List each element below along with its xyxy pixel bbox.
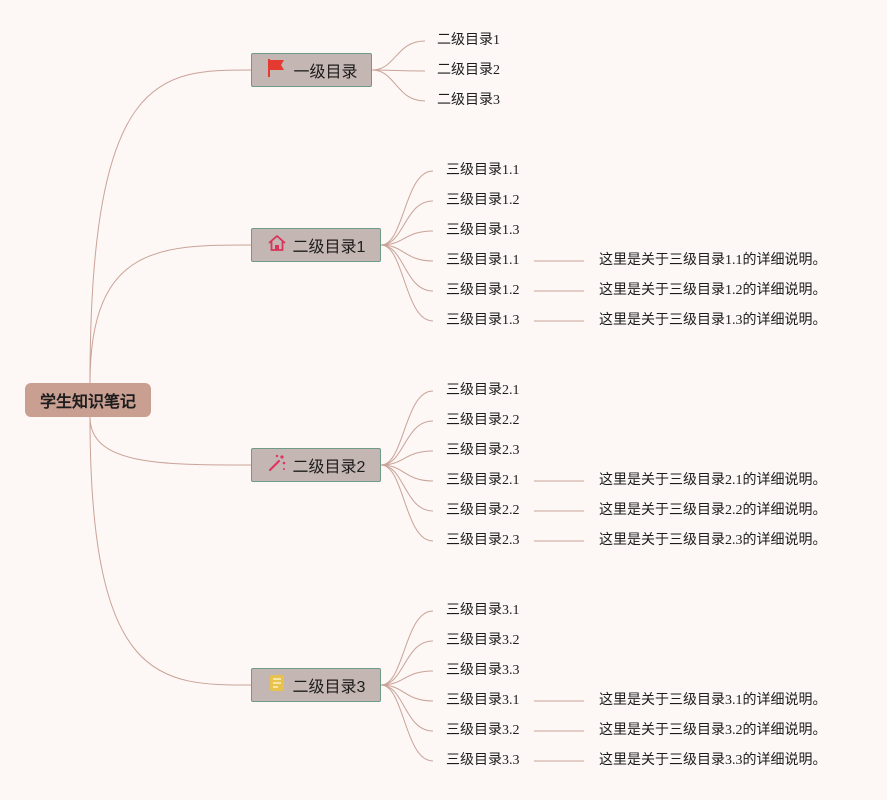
child-node[interactable]: 三级目录2.1 bbox=[446, 383, 520, 398]
notebook-icon bbox=[267, 673, 287, 698]
branch-label: 二级目录1 bbox=[292, 239, 366, 256]
child-connector bbox=[380, 464, 434, 542]
child-connector bbox=[371, 69, 426, 72]
child-connector bbox=[380, 200, 434, 246]
note-node[interactable]: 这里是关于三级目录1.2的详细说明。 bbox=[599, 283, 827, 298]
child-node[interactable]: 三级目录3.2 bbox=[446, 633, 520, 648]
child-node[interactable]: 三级目录1.2 bbox=[446, 283, 520, 298]
child-node[interactable]: 三级目录1.3 bbox=[446, 313, 520, 328]
child-node[interactable]: 三级目录1.1 bbox=[446, 163, 520, 178]
child-node[interactable]: 二级目录1 bbox=[437, 33, 500, 48]
child-node[interactable]: 二级目录2 bbox=[437, 63, 500, 78]
child-node[interactable]: 三级目录3.1 bbox=[446, 693, 520, 708]
child-connector bbox=[371, 40, 426, 71]
child-node[interactable]: 三级目录3.3 bbox=[446, 753, 520, 768]
child-node[interactable]: 三级目录2.1 bbox=[446, 473, 520, 488]
child-connector bbox=[380, 420, 434, 466]
branch-label: 一级目录 bbox=[293, 64, 358, 81]
branch-node-2[interactable]: 二级目录1 bbox=[251, 228, 381, 262]
note-node[interactable]: 这里是关于三级目录2.1的详细说明。 bbox=[599, 473, 827, 488]
child-node[interactable]: 二级目录3 bbox=[437, 93, 500, 108]
child-connector bbox=[380, 450, 434, 466]
child-node[interactable]: 三级目录2.3 bbox=[446, 533, 520, 548]
branch-connector bbox=[89, 416, 252, 466]
child-connector bbox=[380, 684, 434, 732]
child-node[interactable]: 三级目录3.2 bbox=[446, 723, 520, 738]
note-node[interactable]: 这里是关于三级目录1.1的详细说明。 bbox=[599, 253, 827, 268]
branch-connector bbox=[89, 69, 252, 384]
branch-label: 二级目录3 bbox=[292, 679, 366, 696]
branch-node-1[interactable]: 一级目录 bbox=[251, 53, 372, 87]
note-node[interactable]: 这里是关于三级目录3.2的详细说明。 bbox=[599, 723, 827, 738]
child-connector bbox=[380, 610, 434, 686]
child-connector bbox=[380, 640, 434, 686]
child-node[interactable]: 三级目录2.3 bbox=[446, 443, 520, 458]
branch-node-3[interactable]: 二级目录2 bbox=[251, 448, 381, 482]
child-connector bbox=[380, 464, 434, 512]
child-node[interactable]: 三级目录1.2 bbox=[446, 193, 520, 208]
child-connector bbox=[380, 684, 434, 762]
child-connector bbox=[380, 684, 434, 702]
child-connector bbox=[380, 244, 434, 262]
home-icon bbox=[267, 233, 287, 258]
note-node[interactable]: 这里是关于三级目录2.2的详细说明。 bbox=[599, 503, 827, 518]
child-node[interactable]: 三级目录2.2 bbox=[446, 503, 520, 518]
child-node[interactable]: 三级目录1.3 bbox=[446, 223, 520, 238]
branch-label: 二级目录2 bbox=[292, 459, 366, 476]
child-node[interactable]: 三级目录3.3 bbox=[446, 663, 520, 678]
root-label: 学生知识笔记 bbox=[39, 394, 136, 411]
child-node[interactable]: 三级目录3.1 bbox=[446, 603, 520, 618]
note-node[interactable]: 这里是关于三级目录2.3的详细说明。 bbox=[599, 533, 827, 548]
child-connector bbox=[380, 670, 434, 686]
child-connector bbox=[380, 244, 434, 322]
child-connector bbox=[380, 244, 434, 292]
child-connector bbox=[371, 69, 426, 102]
child-connector bbox=[380, 390, 434, 466]
magic-wand-icon bbox=[267, 453, 287, 478]
branch-node-4[interactable]: 二级目录3 bbox=[251, 668, 381, 702]
note-node[interactable]: 这里是关于三级目录1.3的详细说明。 bbox=[599, 313, 827, 328]
child-connector bbox=[380, 464, 434, 482]
child-connector bbox=[380, 170, 434, 246]
note-node[interactable]: 这里是关于三级目录3.3的详细说明。 bbox=[599, 753, 827, 768]
note-node[interactable]: 这里是关于三级目录3.1的详细说明。 bbox=[599, 693, 827, 708]
child-connector bbox=[380, 230, 434, 246]
red-flag-icon bbox=[265, 57, 287, 84]
branch-connector bbox=[89, 416, 252, 686]
child-node[interactable]: 三级目录2.2 bbox=[446, 413, 520, 428]
branch-connector bbox=[89, 244, 252, 384]
child-node[interactable]: 三级目录1.1 bbox=[446, 253, 520, 268]
root-node[interactable]: 学生知识笔记 bbox=[25, 383, 151, 417]
